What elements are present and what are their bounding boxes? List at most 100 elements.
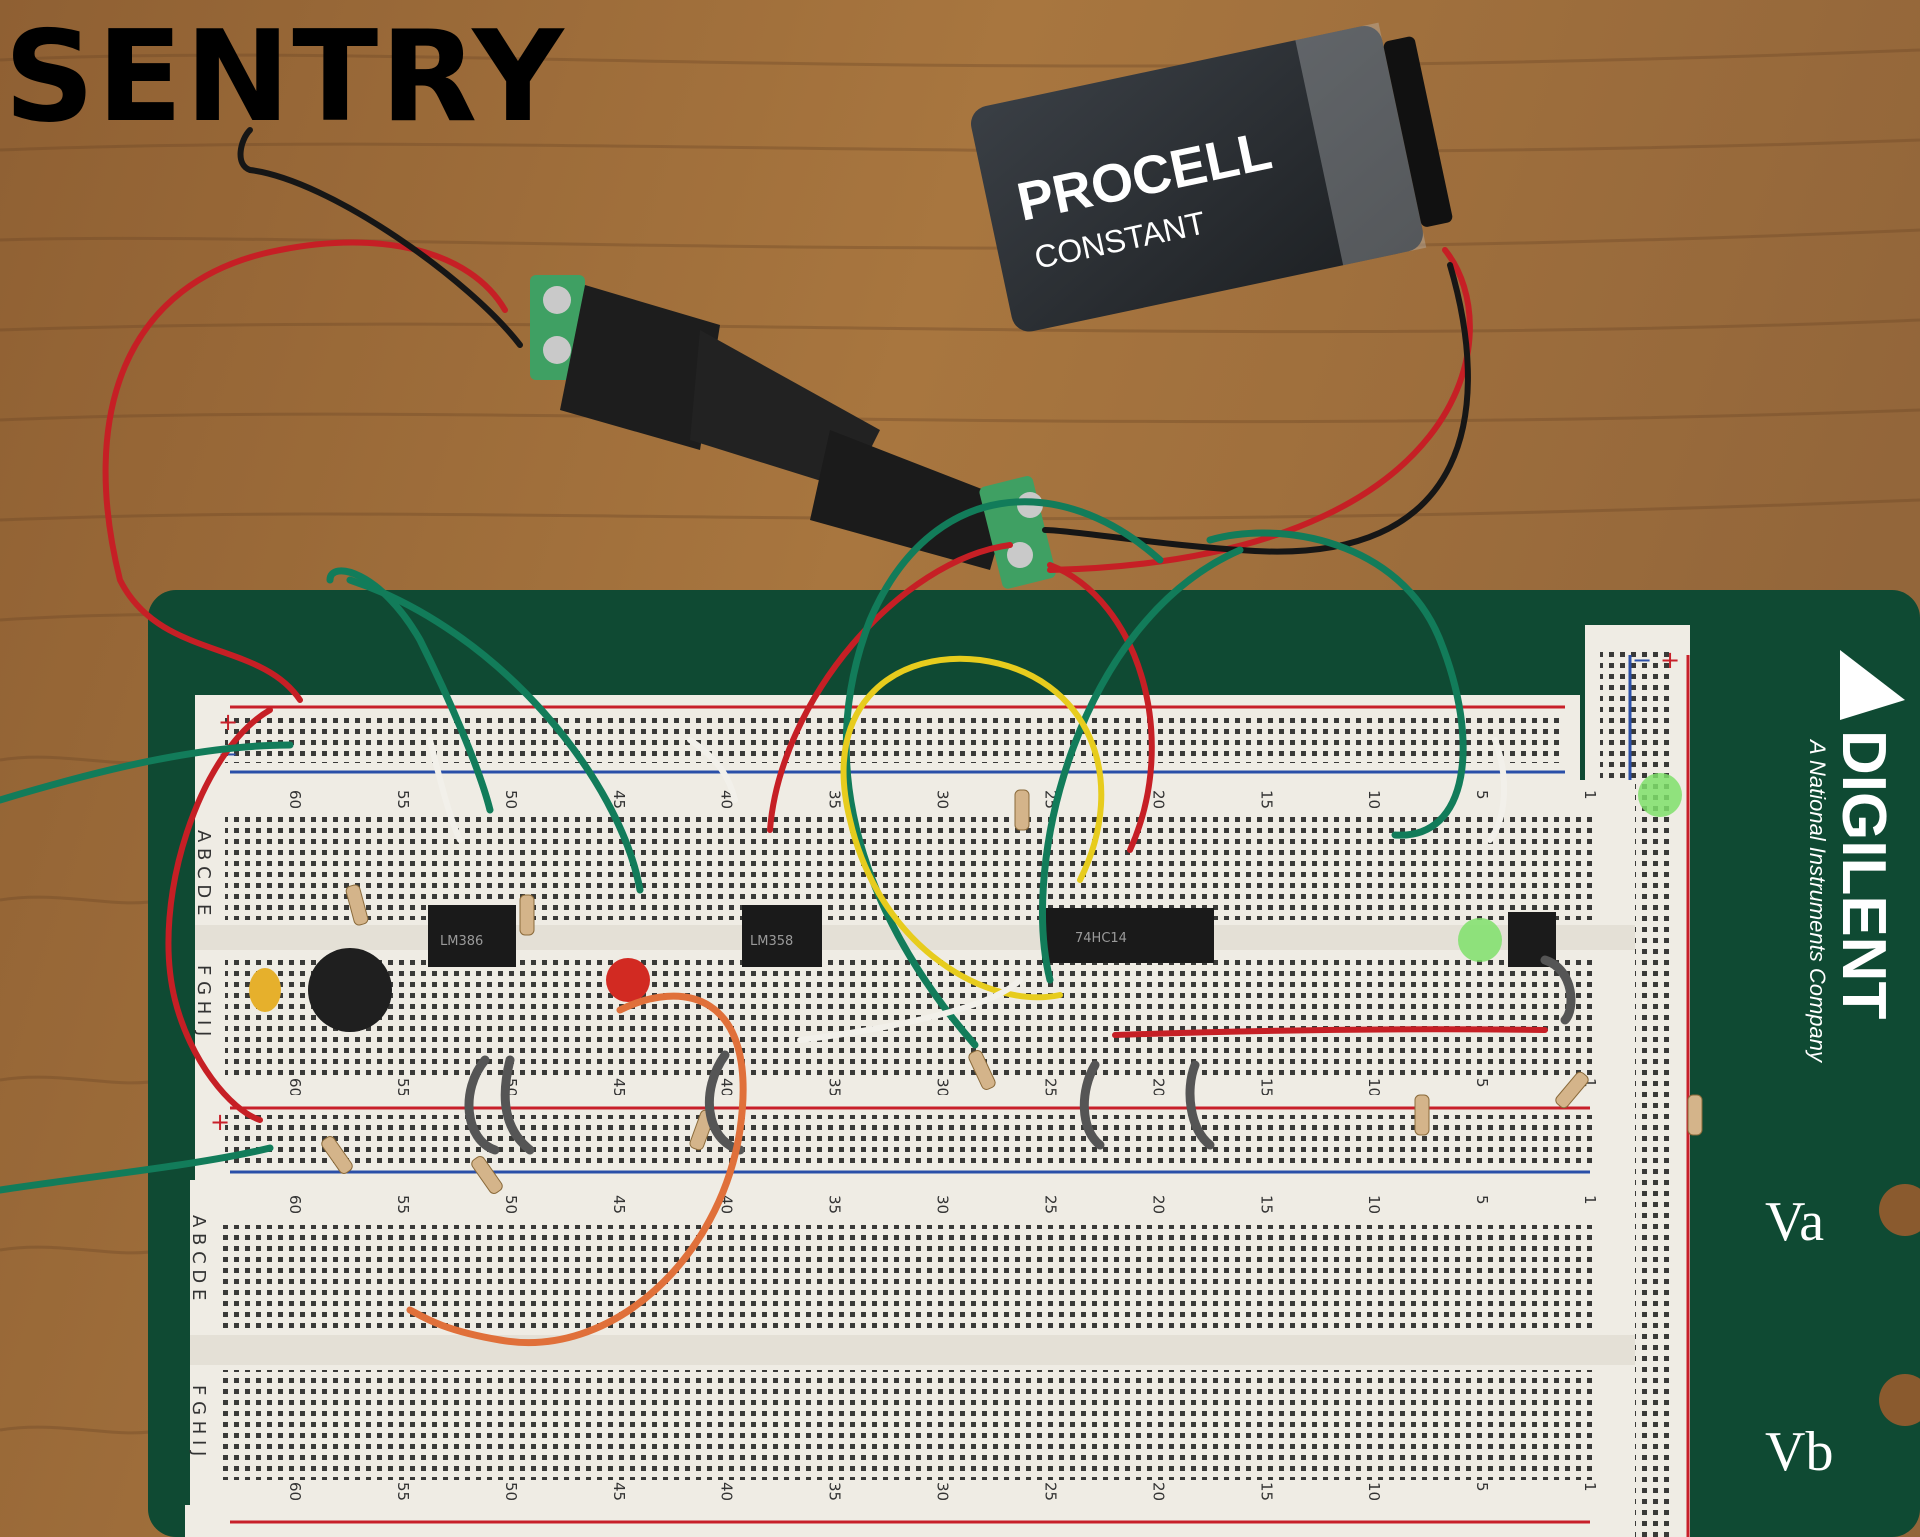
green-wire-top-left xyxy=(0,741,294,804)
red-wire-battery-right xyxy=(1047,247,1473,573)
white-wire-top-rail xyxy=(687,737,738,803)
column-number: 55 xyxy=(394,1078,412,1097)
row-letters: A B C D E xyxy=(188,1215,209,1300)
svg-text:+: + xyxy=(1660,646,1680,674)
svg-text:LM358: LM358 xyxy=(750,934,793,949)
column-number: 35 xyxy=(826,1078,844,1097)
green-wire-col30 xyxy=(842,498,1164,1049)
column-number: 60 xyxy=(286,1482,304,1501)
resistors xyxy=(321,789,1703,1194)
column-number: 15 xyxy=(1257,1078,1275,1097)
wires xyxy=(0,127,1548,1346)
column-number: 60 xyxy=(286,790,304,809)
battery-9v: PROCELL CONSTANT xyxy=(970,22,1453,332)
red-wire-battery-left xyxy=(102,239,508,703)
terminal-strip-2: A B C D E F G H I J 60605555505045454040… xyxy=(188,1180,1635,1510)
row-letters: F G H I J xyxy=(188,1385,209,1456)
svg-text:LM386: LM386 xyxy=(440,934,483,949)
column-number: 20 xyxy=(1149,1078,1167,1097)
digilent-tagline: A National Instruments Company xyxy=(1805,738,1830,1064)
yellow-wire xyxy=(840,655,1105,1001)
column-number: 1 xyxy=(1581,1195,1599,1205)
caption-title: SENTRY xyxy=(4,3,566,150)
black-wire-battery-left xyxy=(237,127,523,348)
red-rail-wire-left xyxy=(165,707,273,1123)
red-led xyxy=(606,958,650,1002)
microphone xyxy=(308,948,392,1032)
column-number: 25 xyxy=(1041,1195,1059,1214)
column-number: 10 xyxy=(1365,1078,1383,1097)
column-number: 55 xyxy=(394,1482,412,1501)
column-number: 25 xyxy=(1041,1078,1059,1097)
column-number: 15 xyxy=(1257,1195,1275,1214)
column-number: 25 xyxy=(1041,1482,1059,1501)
column-number: 30 xyxy=(934,1195,952,1214)
mount-hole xyxy=(1879,1374,1920,1426)
ceramic-capacitor xyxy=(249,968,281,1012)
green-led-top xyxy=(1638,773,1682,817)
bottom-power-rail xyxy=(185,1505,1635,1537)
column-number: 20 xyxy=(1149,790,1167,809)
column-number: 20 xyxy=(1149,1482,1167,1501)
column-number: 35 xyxy=(826,1482,844,1501)
svg-text:−: − xyxy=(1632,646,1652,674)
column-number: 30 xyxy=(934,1482,952,1501)
column-number: 45 xyxy=(610,1078,628,1097)
column-number: 5 xyxy=(1473,1482,1491,1492)
svg-text:+: + xyxy=(218,708,238,736)
column-number: 15 xyxy=(1257,1482,1275,1501)
svg-text:+: + xyxy=(210,1108,230,1136)
column-number: 60 xyxy=(286,1078,304,1097)
green-led-middle xyxy=(1458,918,1502,962)
column-number: 50 xyxy=(502,1195,520,1214)
white-wire-right xyxy=(1487,737,1507,843)
svg-text:74HC14: 74HC14 xyxy=(1075,931,1127,946)
column-number: 30 xyxy=(934,1078,952,1097)
column-number: 45 xyxy=(610,1195,628,1214)
digilent-brand: DIGILENT xyxy=(1829,730,1898,1019)
column-number: 5 xyxy=(1473,1195,1491,1205)
column-number: 30 xyxy=(934,790,952,809)
column-number: 45 xyxy=(610,1482,628,1501)
column-number: 35 xyxy=(826,1195,844,1214)
column-number: 1 xyxy=(1581,1078,1599,1088)
column-number: 10 xyxy=(1365,1482,1383,1501)
column-number: 40 xyxy=(718,1482,736,1501)
column-number: 50 xyxy=(502,1482,520,1501)
column-number: 10 xyxy=(1365,1195,1383,1214)
top-power-rail: + − xyxy=(195,695,1580,785)
digilent-logo: DIGILENT A National Instruments Company xyxy=(1805,650,1905,1064)
ic-chip-right: 74HC14 xyxy=(1042,908,1214,963)
ic-chip-middle: LM358 xyxy=(742,905,822,967)
column-number: 20 xyxy=(1149,1195,1167,1214)
green-wire-col45 xyxy=(346,576,644,894)
column-number: 15 xyxy=(1257,790,1275,809)
middle-power-rail: + − xyxy=(195,1095,1635,1185)
red-wire-col38 xyxy=(767,542,1013,833)
column-number: 10 xyxy=(1365,790,1383,809)
ic-chip-left: LM386 xyxy=(428,905,516,967)
column-number: 55 xyxy=(394,790,412,809)
column-number: 35 xyxy=(826,790,844,809)
column-number: 1 xyxy=(1581,1482,1599,1492)
wood-grain xyxy=(0,48,1920,1435)
column-number: 50 xyxy=(502,790,520,809)
black-wire-battery-right xyxy=(1042,262,1471,555)
gray-jumpers xyxy=(464,955,1576,1155)
row-letters: F G H I J xyxy=(193,965,214,1036)
column-number: 5 xyxy=(1473,790,1491,800)
green-wire-col50 xyxy=(326,567,494,814)
green-wire-col10 xyxy=(1206,529,1467,839)
supply-label-b: Vb xyxy=(1765,1421,1833,1483)
orange-wire xyxy=(406,992,747,1346)
green-wire-col25 xyxy=(1039,546,1244,984)
green-wire-bottom-left xyxy=(0,1144,274,1194)
column-number: 40 xyxy=(718,1078,736,1097)
column-number: 5 xyxy=(1473,1078,1491,1088)
digilent-triangle-icon xyxy=(1840,650,1905,720)
red-wire-row-j xyxy=(1112,1026,1548,1038)
column-number: 1 xyxy=(1581,790,1599,800)
column-number: 45 xyxy=(610,790,628,809)
row-letters: A B C D E xyxy=(193,830,214,915)
